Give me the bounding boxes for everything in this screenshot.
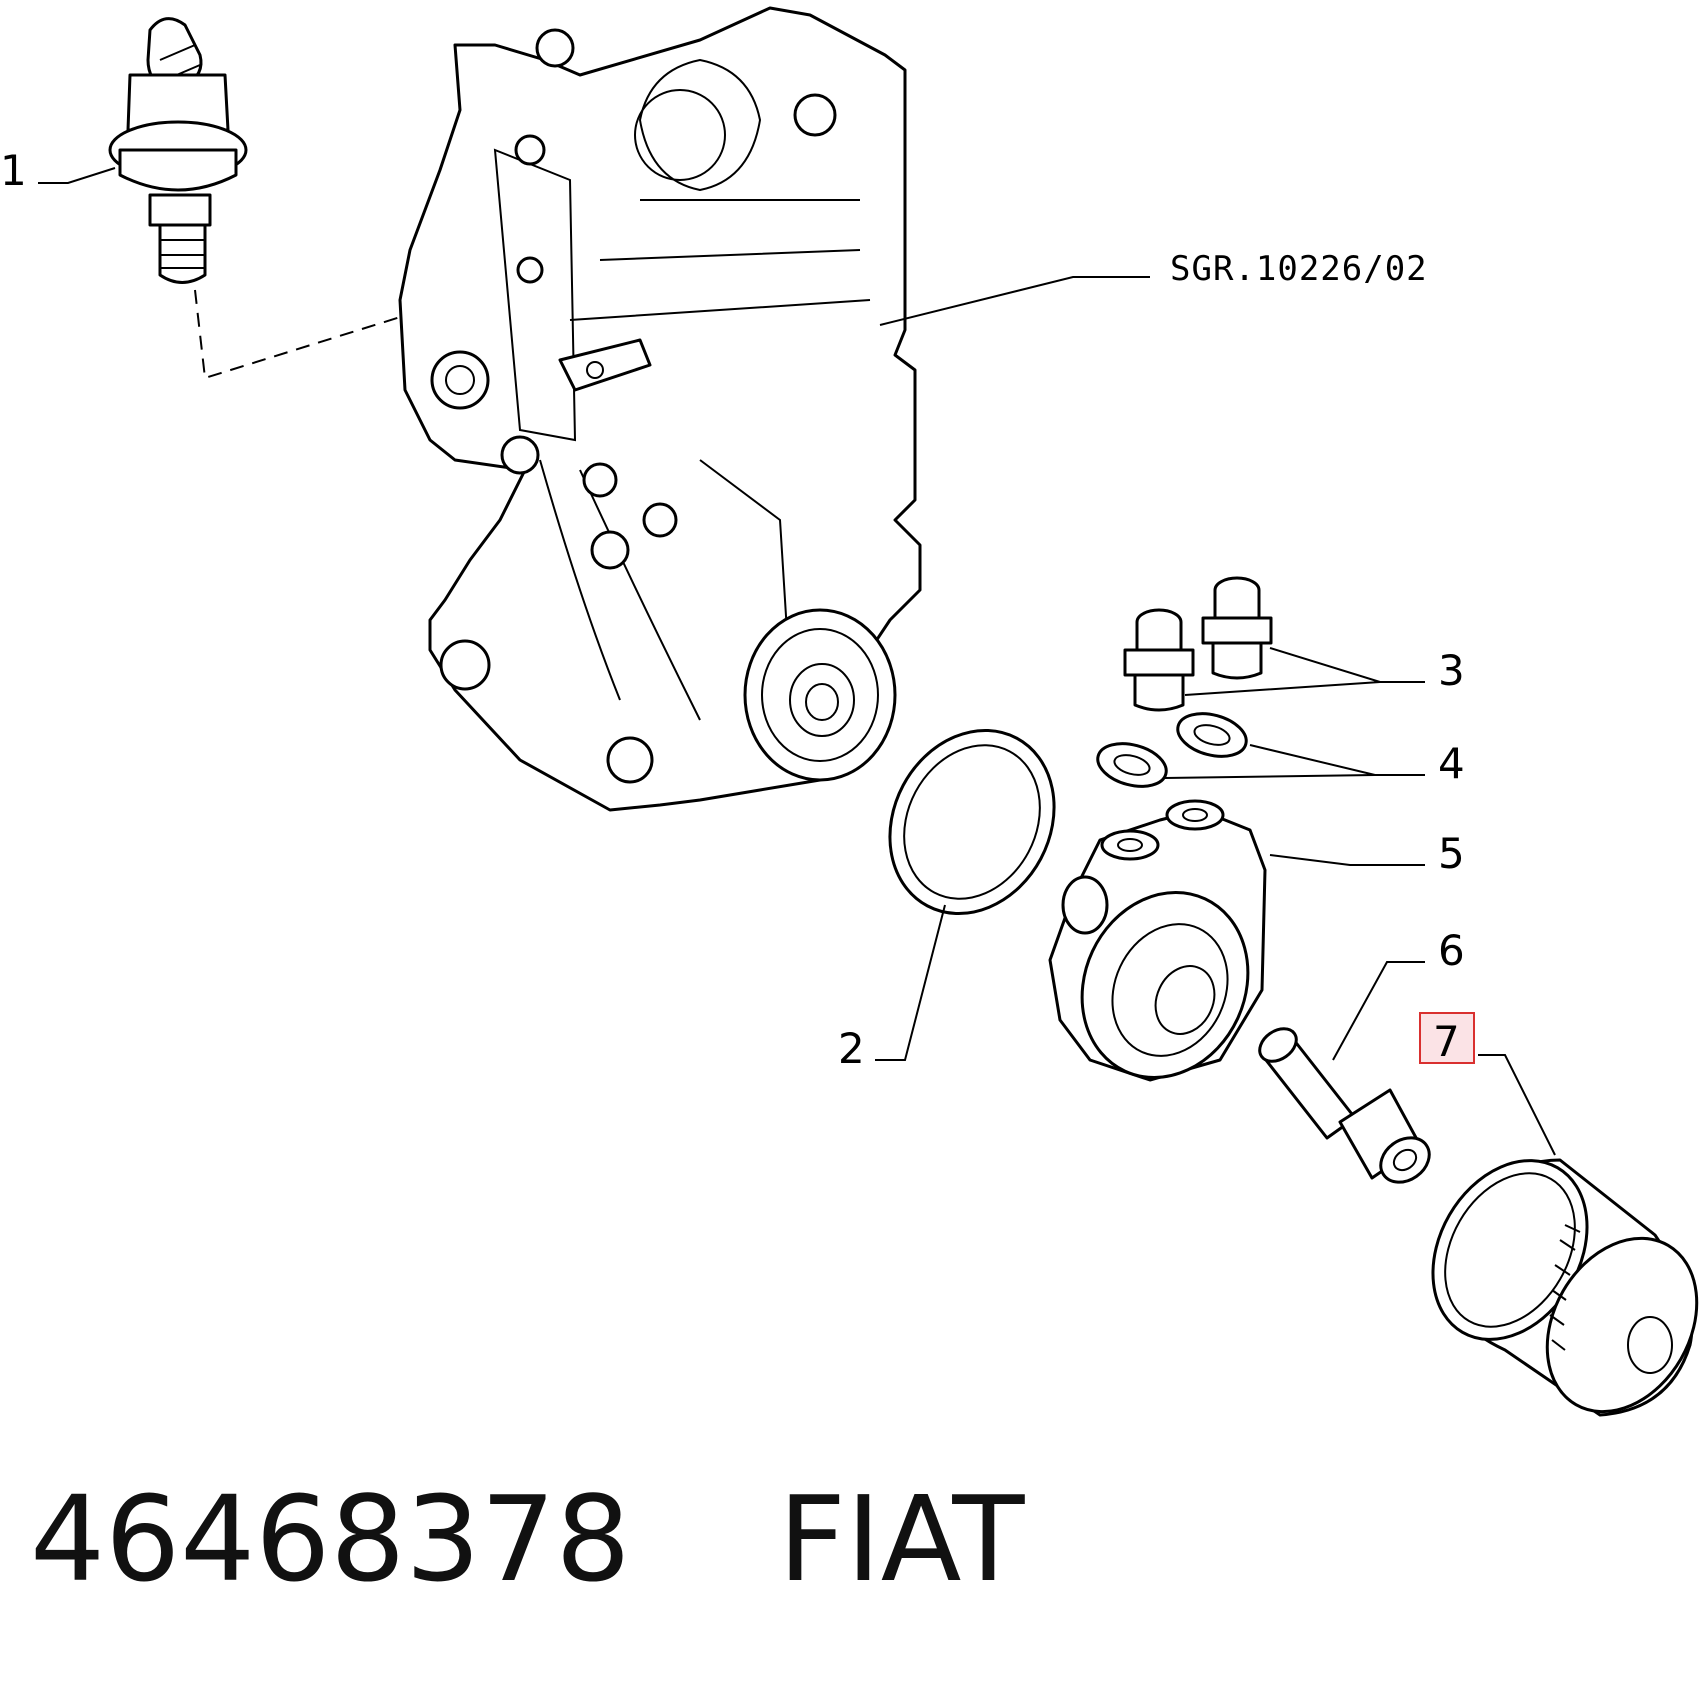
leader-line-4 — [1164, 744, 1425, 779]
callout-4: 4 — [1438, 739, 1465, 788]
part-7-oil-filter — [1431, 1158, 1699, 1417]
part-3-unions — [1123, 576, 1273, 712]
caption: 46468378 FIAT — [30, 1480, 1024, 1598]
callout-1: 1 — [0, 146, 27, 195]
reference-code: SGR.10226/02 — [1170, 249, 1428, 289]
callout-3: 3 — [1438, 646, 1465, 695]
reference-leader-line — [879, 276, 1150, 326]
part-2-o-ring — [888, 728, 1056, 916]
engine-housing — [398, 6, 922, 812]
brand-name: FIAT — [778, 1470, 1025, 1608]
callout-7-highlight-box[interactable] — [1419, 1012, 1475, 1064]
callout-2: 2 — [838, 1024, 865, 1073]
leader-line-1 — [38, 167, 116, 184]
part-5-filter-adapter — [1048, 799, 1267, 1082]
callout-6: 6 — [1438, 926, 1465, 975]
callout-5: 5 — [1438, 829, 1465, 878]
leader-line-2 — [875, 904, 946, 1061]
callout-7: 7 — [1433, 1017, 1460, 1066]
leader-line-5 — [1269, 854, 1425, 866]
part-number: 46468378 — [30, 1470, 631, 1608]
part-1-pressure-sensor — [108, 17, 248, 284]
leader-line-6 — [1332, 961, 1425, 1061]
leader-line-3 — [1184, 647, 1425, 696]
part-4-washers — [1096, 712, 1248, 788]
leader-line-7 — [1478, 1054, 1556, 1156]
part-6-hollow-bolt — [1258, 1027, 1431, 1184]
